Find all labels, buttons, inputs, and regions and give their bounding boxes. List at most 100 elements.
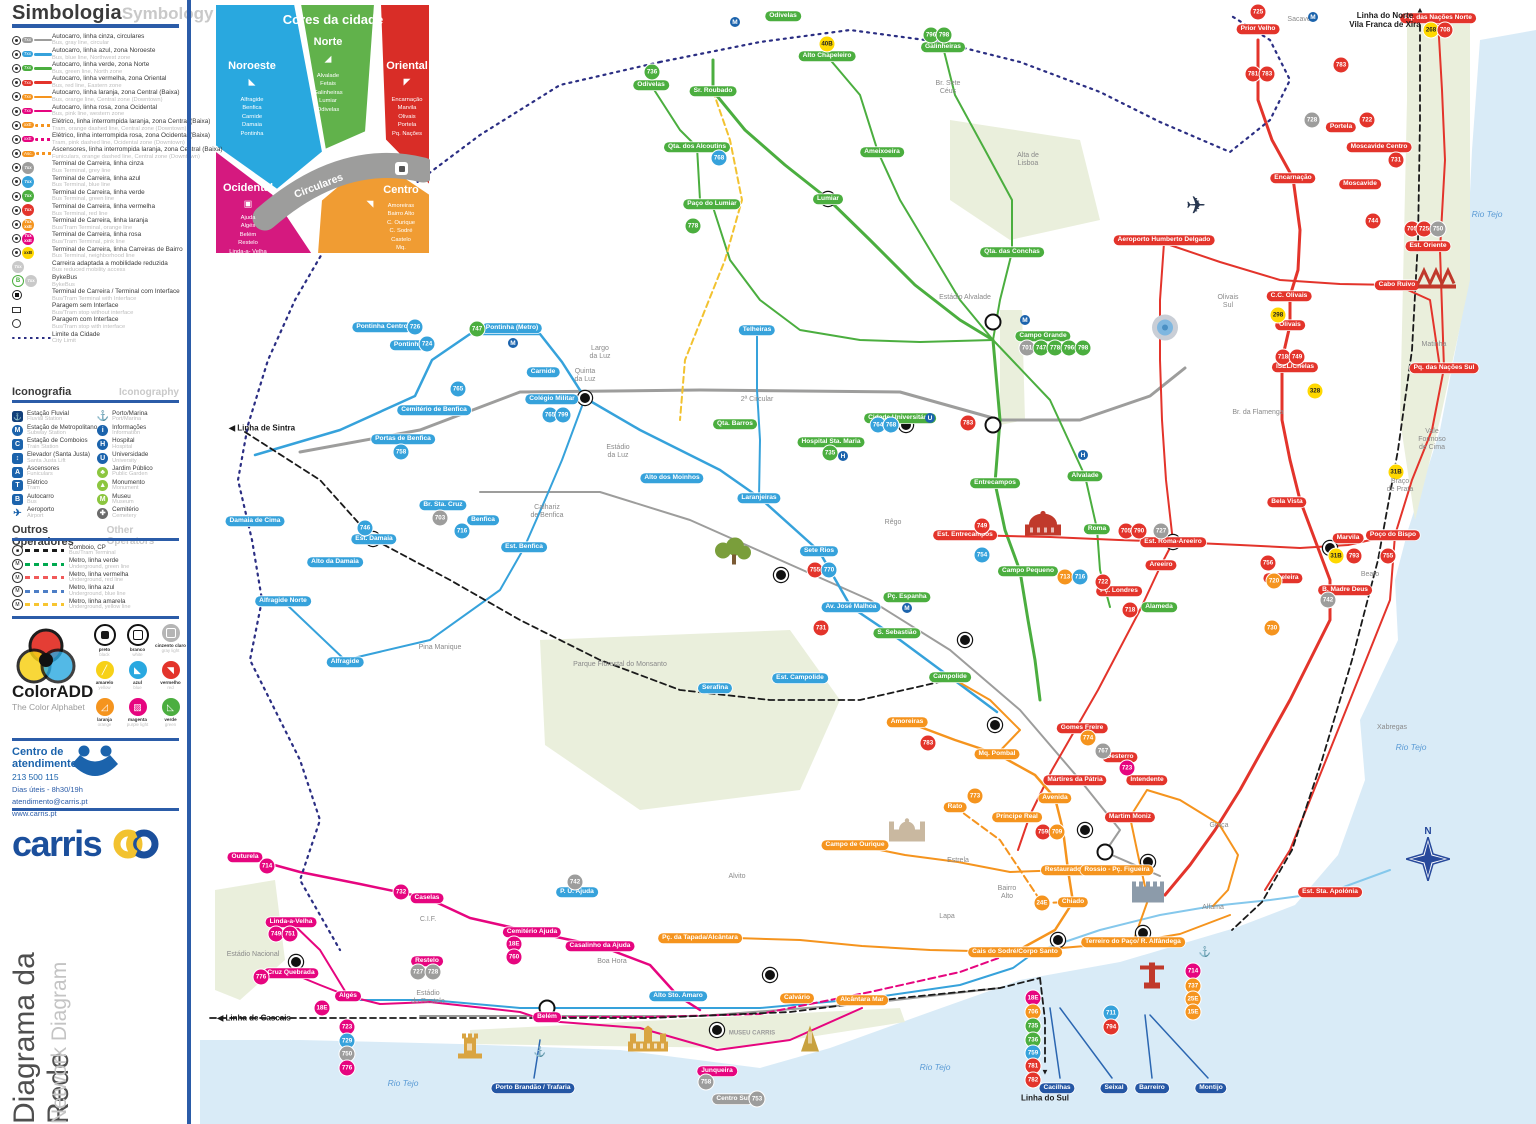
route-badge: 778 bbox=[685, 218, 701, 234]
coloradd-label-pt: azul bbox=[133, 680, 142, 685]
coloradd-label-en: orange bbox=[97, 722, 112, 727]
monument-icon: ▲ bbox=[97, 480, 109, 492]
station-pill: Carnide bbox=[526, 367, 560, 377]
operator-label-pt: Metro, linha verde bbox=[69, 557, 119, 565]
operator-line-icon: ■ bbox=[12, 545, 64, 557]
station-pill: Alto Sto. Amaro bbox=[649, 991, 707, 1001]
transit-line bbox=[650, 84, 994, 343]
station-pill: Calvário bbox=[779, 993, 815, 1003]
bykebus-icon: B bbox=[12, 275, 24, 288]
landmark-bullring-icon bbox=[1021, 508, 1065, 545]
contact-email[interactable]: atendimento@carris.pt bbox=[12, 797, 88, 807]
interchange-hub-marker bbox=[578, 391, 592, 405]
route-badge: 783 bbox=[960, 415, 976, 431]
carris-rings-icon bbox=[113, 829, 159, 859]
stop-glyph-icon bbox=[12, 134, 21, 144]
compass-rose-icon: N bbox=[1403, 826, 1453, 886]
transit-line bbox=[854, 844, 1069, 873]
station-pill: Sete Rios bbox=[799, 546, 839, 556]
iconography-title: Iconografia Iconography bbox=[12, 386, 179, 398]
route-badge: 731 bbox=[813, 620, 829, 636]
station-pill: Qta. dos Alcoutins bbox=[663, 142, 731, 152]
route-badge: 18E bbox=[314, 1000, 330, 1016]
iconography-label-pt: Cemitério bbox=[112, 506, 139, 514]
circular-line-icon bbox=[395, 162, 408, 175]
zone-areas-list: Alfragide Benfica Carnide Damaia Pontinh… bbox=[240, 97, 264, 137]
symbology-label-en: Tram, pink dashed line, Ocidental zone (… bbox=[52, 139, 185, 146]
symbology-label-en: Funiculars, orange dashed line, Central … bbox=[52, 153, 200, 160]
city-zone-oriental bbox=[378, 4, 430, 188]
subway-station-icon: M bbox=[12, 425, 23, 437]
iconography-label-en: Airport bbox=[27, 512, 44, 519]
symbology-label-en: Bus, orange line, Central zone (Downtown… bbox=[52, 97, 163, 104]
landmark-padrao-icon bbox=[788, 1024, 832, 1061]
station-pill: Campo Grande bbox=[1015, 331, 1071, 341]
coloradd-color-icon bbox=[126, 624, 149, 646]
route-badge: 783 bbox=[920, 735, 936, 751]
symbology-label-en: Bus/Tram stop without interface bbox=[52, 309, 134, 316]
coloradd-color-icon: ◿ bbox=[95, 698, 114, 716]
coloradd-label-en: red bbox=[167, 685, 174, 690]
station-pill: Cidade Universitária bbox=[864, 413, 936, 423]
interchange-hub-marker bbox=[984, 416, 1002, 434]
stop-glyph-icon bbox=[12, 35, 21, 45]
station-pill: Belém bbox=[533, 1012, 561, 1022]
route-badge: 705 bbox=[1404, 221, 1420, 237]
contact-title: Centro de atendimento bbox=[12, 746, 78, 771]
transit-line bbox=[253, 332, 999, 714]
map-text-label: Estádio do Restelo bbox=[411, 989, 445, 1005]
coloradd-name: ColorADD bbox=[12, 682, 94, 701]
station-pill: Restelo bbox=[411, 956, 443, 966]
anchor-icon: ⚓ bbox=[533, 1046, 547, 1058]
station-pill: Picheleira bbox=[1263, 573, 1303, 583]
route-badge: 24E bbox=[1034, 895, 1050, 911]
map-text-label: ▼ bbox=[1041, 1067, 1049, 1077]
transit-line bbox=[711, 58, 1042, 702]
contact-block: Centro de atendimento 213 500 115 Dias ú… bbox=[12, 746, 88, 818]
train-station-icon: C bbox=[12, 438, 23, 450]
transit-line bbox=[949, 676, 1021, 755]
station-pill: Cacilhas bbox=[1039, 1083, 1075, 1093]
operator-label-en: Underground, green line bbox=[69, 563, 130, 570]
operator-label-en: Bus/Tram Terminal bbox=[69, 550, 116, 557]
station-pill: Damaia de Cima bbox=[225, 516, 285, 526]
city-zone-ocidental bbox=[215, 148, 315, 254]
iconography-label-pt: Estação de Comboios bbox=[27, 437, 88, 445]
route-number-badge: 7xx bbox=[22, 79, 34, 86]
symbology-item-text: Ascensores, linha interrompida laranja, … bbox=[52, 146, 223, 160]
zone-name: Norte bbox=[313, 36, 343, 48]
station-pill: Alvalade bbox=[1067, 471, 1103, 481]
map-text-label: Alta de Lisboa bbox=[1017, 151, 1039, 167]
contact-website[interactable]: www.carris.pt bbox=[12, 809, 57, 819]
water-label: Rio Tejo bbox=[1471, 209, 1503, 220]
coloradd-label-pt: cinzento claro bbox=[155, 643, 186, 648]
route-badge: 328 bbox=[1307, 383, 1323, 399]
symbology-item-icon: 7xx bbox=[12, 161, 52, 174]
symbology-label-pt: Carreira adaptada a mobilidade reduzida bbox=[52, 259, 168, 267]
station-pill: Casalinho da Ajuda bbox=[565, 941, 635, 951]
route-number-badge: 7xx bbox=[22, 108, 34, 115]
zone-name: Ocidental bbox=[222, 182, 274, 194]
route-badge: 781 bbox=[1025, 1058, 1041, 1074]
stop-glyph-icon bbox=[12, 149, 21, 159]
symbology-label-en: Bus Terminal, green line bbox=[52, 196, 115, 203]
zone-coloradd-glyph-icon: ◢ bbox=[324, 53, 332, 64]
coloradd-label-en: white bbox=[132, 652, 143, 657]
landmark-zoo-icon bbox=[711, 535, 755, 572]
iconography-label-en: Train Station bbox=[27, 443, 59, 450]
route-badge: 749 bbox=[974, 518, 990, 534]
